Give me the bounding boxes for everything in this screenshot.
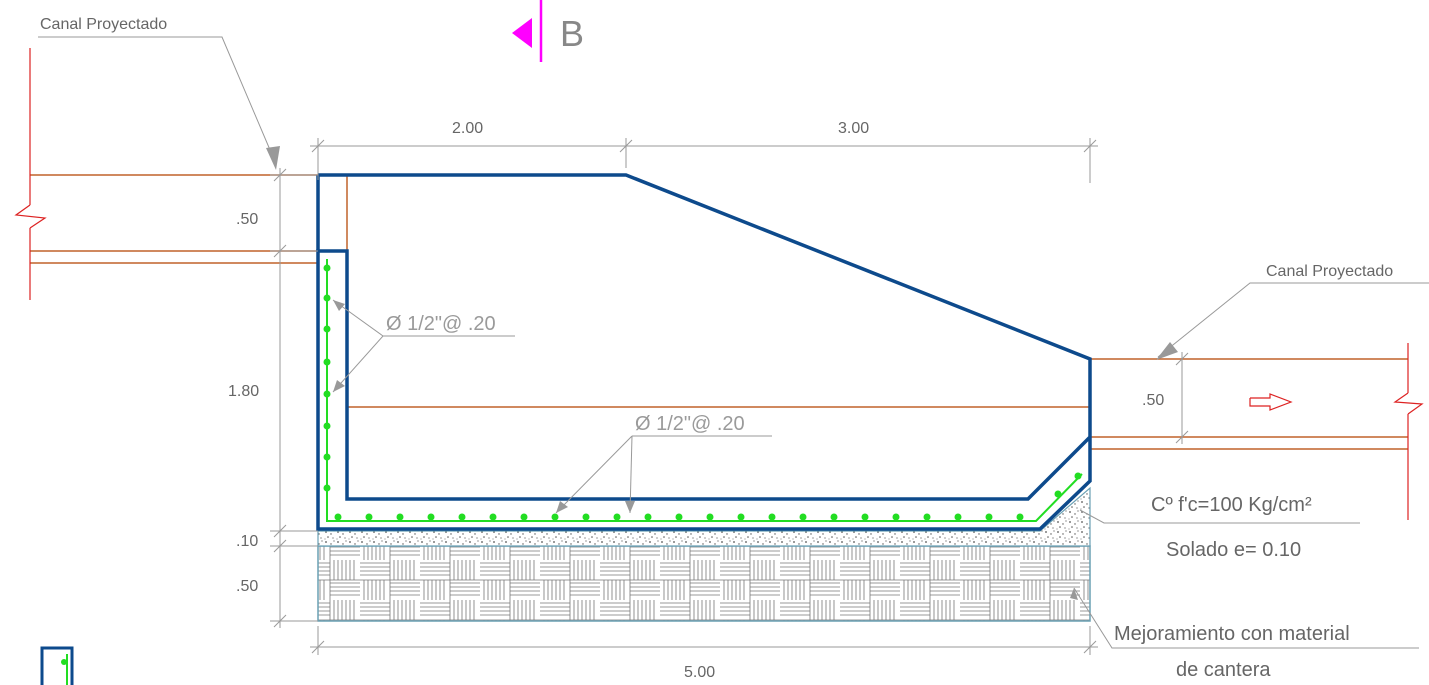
structure-outline (316, 173, 1092, 531)
mejoramiento-label-1: Mejoramiento con material (1114, 623, 1350, 645)
concrete-fill-label: Cº f'c=100 Kg/cm² (1151, 494, 1312, 516)
leader-arrowheads (266, 146, 1178, 600)
canal-right-label: Canal Proyectado (1266, 263, 1393, 280)
rebar-dots (323, 264, 1082, 521)
right-canal (347, 358, 1408, 450)
dim-right-canal: .50 (1142, 392, 1164, 409)
solado-layer (317, 486, 1091, 547)
left-break-line (14, 48, 47, 300)
rebar-lines (326, 259, 1083, 522)
dim-left-wall: 1.80 (228, 383, 259, 400)
dimension-lines (270, 138, 1189, 655)
flow-arrow-icon (1249, 393, 1293, 411)
right-break-line (1393, 343, 1424, 520)
canal-left-label: Canal Proyectado (40, 16, 167, 33)
leader-lines (38, 36, 1429, 649)
dim-left-solado: .10 (236, 533, 258, 550)
dim-bottom-total: 5.00 (684, 664, 715, 681)
dim-left-base: .50 (236, 578, 258, 595)
dim-left-top: .50 (236, 211, 258, 228)
rebar-slab-label: Ø 1/2"@ .20 (635, 413, 745, 435)
dim-top-right: 3.00 (838, 120, 869, 137)
mejoramiento-label-2: de cantera (1176, 659, 1271, 681)
left-canal (30, 174, 348, 264)
mejoramiento-layer (317, 545, 1091, 622)
section-letter: B (560, 13, 584, 54)
section-arrow-icon (512, 18, 532, 48)
rebar-wall-label: Ø 1/2"@ .20 (386, 313, 496, 335)
solado-label: Solado e= 0.10 (1166, 539, 1301, 561)
detail-mark (40, 646, 74, 685)
dim-top-left: 2.00 (452, 120, 483, 137)
